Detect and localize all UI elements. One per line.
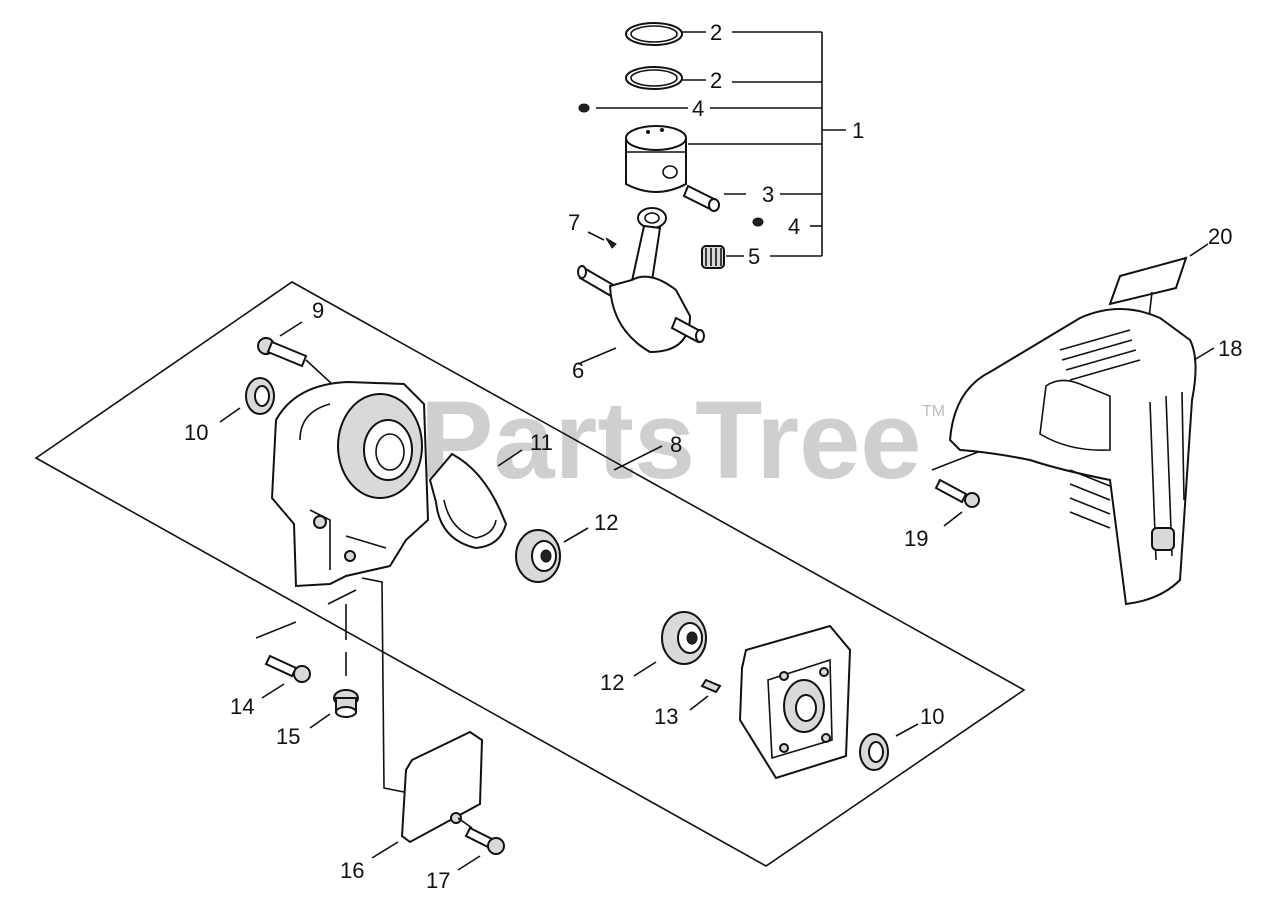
piston-kit-bracket [596,31,846,257]
callout-2-upper: 2 [710,20,722,45]
bolt-9[interactable] [257,337,308,368]
circlip-right[interactable] [752,217,764,227]
assembly-outline [34,281,1026,867]
callout-2-lower: 2 [710,68,722,93]
callout-10-right: 10 [920,704,944,729]
woodruff-key[interactable] [605,237,617,249]
callout-10-left: 10 [184,420,208,445]
label-decal[interactable] [1108,256,1188,306]
callout-8: 8 [670,432,682,457]
callout-5: 5 [748,244,760,269]
ball-bearing-upper[interactable] [515,529,561,583]
oil-seal-left[interactable] [245,377,275,415]
callout-17: 17 [426,868,450,893]
cover-bolt[interactable] [934,478,980,508]
callout-4-upper: 4 [692,96,704,121]
callout-14: 14 [230,694,254,719]
engine-cover[interactable] [948,308,1197,606]
piston-pin[interactable] [682,184,720,212]
callout-13: 13 [654,704,678,729]
dowel-pin[interactable] [700,678,722,694]
crankcase[interactable] [270,380,430,588]
gasket[interactable] [428,452,508,550]
callout-12-upper: 12 [594,510,618,535]
oil-seal-right[interactable] [859,733,889,771]
callout-1: 1 [852,118,864,143]
piston-ring-upper[interactable] [625,22,683,46]
bolt-14[interactable] [264,654,311,683]
callout-11: 11 [530,430,553,455]
callout-12-lower: 12 [600,670,624,695]
needle-bearing[interactable] [701,245,725,269]
piston-ring-lower[interactable] [625,66,683,90]
callout-7: 7 [568,210,580,235]
bolt-17[interactable] [464,826,505,855]
piston[interactable] [625,125,687,193]
circlip-left[interactable] [578,103,590,113]
callout-4-lower: 4 [788,214,800,239]
callout-20: 20 [1208,224,1232,249]
callout-6: 6 [572,358,584,383]
callout-16: 16 [340,858,364,883]
crankcase-half[interactable] [738,624,852,780]
ball-bearing-lower[interactable] [661,611,707,665]
callout-3: 3 [762,182,774,207]
plug[interactable] [333,689,359,718]
callout-18: 18 [1218,336,1242,361]
callout-19: 19 [904,526,928,551]
watermark-trademark: TM [922,403,945,420]
crankshaft-conrod[interactable] [577,207,705,354]
callout-9: 9 [312,298,324,323]
callout-15: 15 [276,724,300,749]
plate[interactable] [400,730,484,844]
